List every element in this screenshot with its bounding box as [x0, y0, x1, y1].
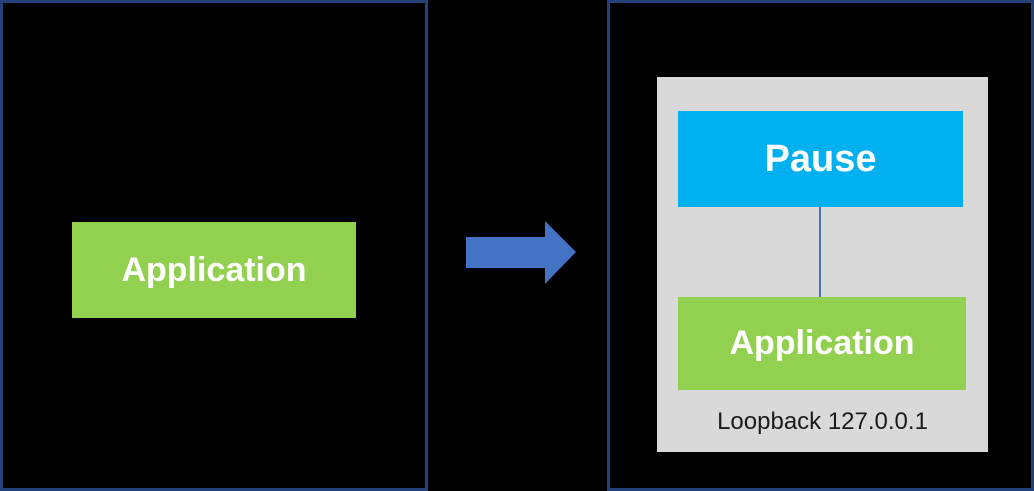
- application-box-after-label: Application: [729, 324, 915, 362]
- loopback-caption: Loopback 127.0.0.1: [717, 408, 928, 435]
- right-arrow-icon: [466, 221, 576, 284]
- application-box-before-label: Application: [121, 250, 307, 289]
- pause-box-label: Pause: [764, 137, 877, 180]
- pause-box: Pause: [678, 111, 963, 207]
- application-box-before: Application: [72, 222, 356, 318]
- application-box-after: Application: [678, 297, 966, 390]
- pause-application-connector-line: [819, 207, 821, 297]
